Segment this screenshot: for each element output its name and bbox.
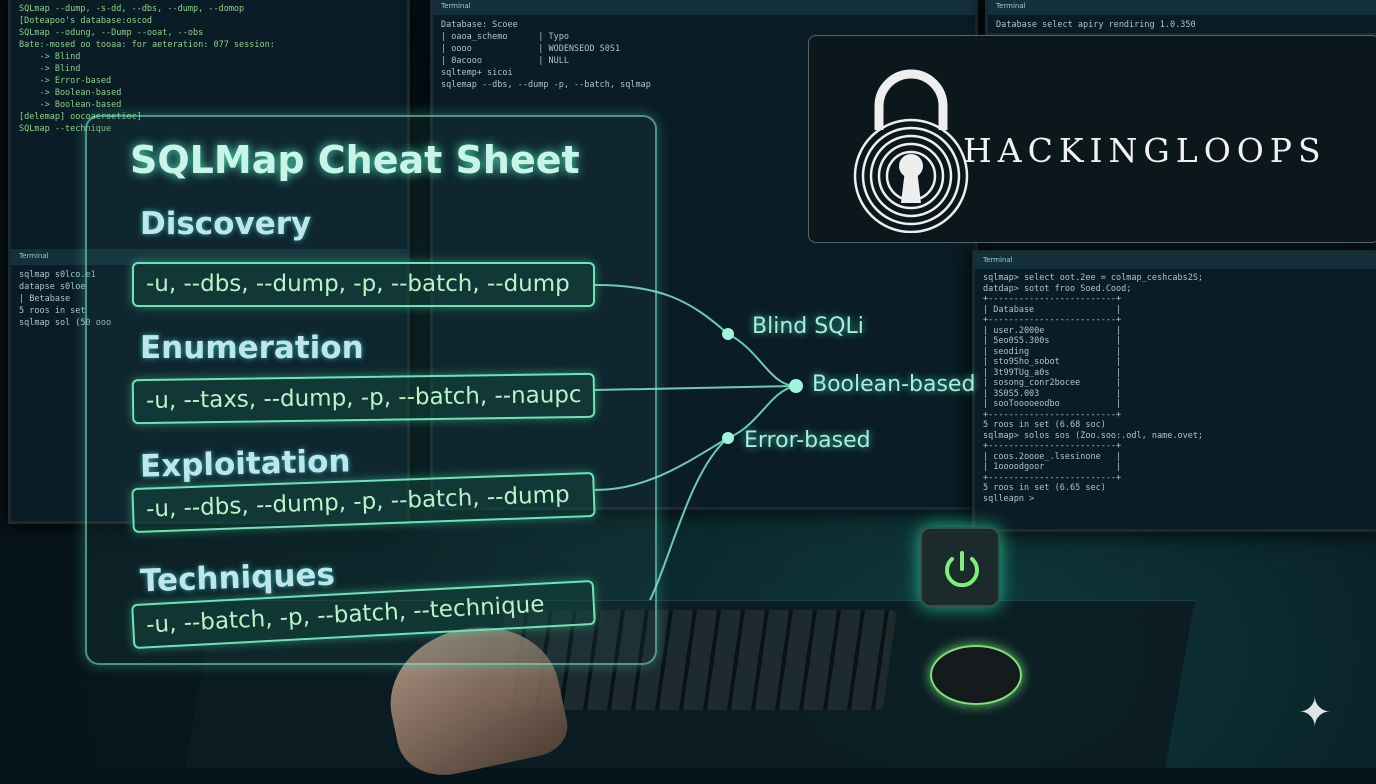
terminal-line: datapse s0loe — [19, 282, 86, 292]
terminal-line: SQLmap --technique — [19, 124, 112, 134]
terminal-line: | user.2000e | — [983, 325, 1122, 336]
right-monitor: Terminal sqlmap> select oot.2ee = colmap… — [972, 250, 1376, 532]
connector-line — [649, 437, 729, 601]
sparkle-icon: ✦ — [1298, 690, 1332, 736]
terminal-line: sqlmap> solos sos (Zoo.soo:.odl, name.ov… — [983, 430, 1204, 441]
right-terminal-output: sqlmap> select oot.2ee = colmap_ceshcabs… — [975, 269, 1376, 508]
terminal-line: Database: Scoee — [441, 20, 518, 30]
terminal-line: | Database | — [983, 304, 1122, 315]
terminal-line: +-------------------------+ — [983, 294, 1122, 304]
terminal-line: | coos.2oooe_.lsesinone | — [983, 451, 1122, 462]
node-boolean-based — [789, 379, 803, 393]
terminal-line: -> Blind — [19, 52, 81, 62]
terminal-line: +-------------------------+ — [983, 472, 1122, 483]
power-icon — [945, 551, 979, 588]
terminal-line: -> Boolean-based — [19, 88, 122, 98]
terminal-line: SQLmap --odung, --Dump --ooat, --obs — [19, 28, 204, 38]
terminal-line: Bate:-mosed oo tooaa: for aeteration: 07… — [19, 40, 275, 50]
terminal-line: 5 roos in set (6.65 sec) — [983, 483, 1106, 493]
connector-line — [594, 385, 797, 391]
mouse — [930, 645, 1022, 705]
padlock-keyhole-icon — [853, 69, 969, 233]
terminal-line: sqlmap> select oot.2ee = colmap_ceshcabs… — [983, 273, 1204, 283]
terminal-line: | 3S0S5.003 | — [983, 388, 1122, 399]
logo-text: HACKINGLOOPS — [963, 131, 1327, 170]
terminal-line: | 0acooo | NULL — [441, 56, 569, 66]
terminal-line: | sosong_conr2bocee | — [983, 378, 1122, 388]
section-heading-discovery: Discovery — [140, 206, 312, 242]
terminal-line: 5 roos in set (6.68 soc) — [983, 420, 1106, 430]
technique-error-based: Error-based — [744, 428, 871, 453]
left-lower-tab[interactable]: Terminal — [11, 249, 407, 265]
top-right-monitor: Terminal Database select apiry rendiring… — [985, 0, 1376, 36]
connector-line — [727, 333, 797, 387]
terminal-line: sqlleapn > — [983, 493, 1035, 504]
terminal-line: sqlmap sol (50 ooo — [19, 318, 112, 328]
terminal-line: -> Error-based — [19, 76, 112, 86]
terminal-line: +-------------------------+ — [983, 441, 1122, 451]
terminal-line: | 1oooodgoor | — [983, 462, 1122, 472]
terminal-line: +-------------------------+ — [983, 315, 1122, 325]
right-terminal-tab[interactable]: Terminal — [975, 253, 1376, 269]
logo-banner: HACKINGLOOPS — [808, 35, 1376, 243]
terminal-line: [Doteapoo's database:oscod — [19, 16, 153, 26]
top-right-tab[interactable]: Terminal — [988, 0, 1376, 15]
terminal-line: 5 roos in set — [19, 306, 86, 316]
terminal-line: -> Blind — [19, 64, 81, 74]
command-box-discovery: -u, --dbs, --dump, -p, --batch, --dump — [132, 262, 595, 307]
terminal-line: sqlmap s0lco.e1 — [19, 270, 96, 280]
section-heading-enumeration: Enumeration — [140, 330, 364, 366]
node-error-based — [722, 432, 734, 444]
connector-line — [727, 385, 797, 439]
terminal-line: sqltemp+ sicoi — [441, 68, 513, 78]
technique-boolean-based: Boolean-based — [812, 372, 976, 397]
terminal-line: sqlemap --dbs, --dump -p, --batch, sqlma… — [441, 80, 651, 90]
connector-line — [594, 437, 729, 491]
connector-line — [594, 284, 729, 335]
top-right-line: Database select apiry rendiring 1.0.350 — [996, 20, 1196, 30]
cheat-sheet-title: SQLMap Cheat Sheet — [130, 138, 580, 182]
left-terminal-output: SQLmap --dump, -s-dd, --dbs, --dump, --d… — [11, 0, 407, 249]
terminal-line: | oaoa_schemo | Typo — [441, 32, 569, 42]
terminal-line: +-------------------------+ — [983, 409, 1122, 420]
terminal-line: | Betabase — [19, 294, 71, 304]
terminal-line: | seoding | — [983, 346, 1122, 357]
terminal-line: | 3t99TUg_a0s | — [983, 367, 1122, 378]
terminal-line: | sooTooooeodbo | — [983, 399, 1122, 409]
center-terminal-output: Database: Scoee | oaoa_schemo | Typo | ooo… — [433, 15, 975, 95]
terminal-line: -> Boolean-based — [19, 100, 122, 110]
terminal-line: SQLmap --dump, -s-dd, --dbs, --dump, --d… — [19, 4, 245, 14]
terminal-line: datdap> sotot froo Soed.Cood; — [983, 283, 1132, 294]
power-button[interactable] — [920, 527, 1000, 607]
technique-connectors — [594, 284, 803, 601]
node-blind-sqli — [722, 328, 734, 340]
technique-blind-sqli: Blind SQLi — [752, 314, 864, 339]
center-terminal-tab[interactable]: Terminal — [433, 0, 975, 15]
left-lower-terminal-output: sqlmap s0lco.e1 datapse s0loe | Betabase 5 … — [11, 265, 407, 333]
terminal-line: | 5eo0S5.300s | — [983, 336, 1122, 346]
terminal-line: | sto9Sho_sobot | — [983, 357, 1122, 367]
terminal-line: [delemap] oocoaeroetioc] — [19, 112, 142, 122]
terminal-line: | oooo | WODENSEOD S0S1 — [441, 44, 621, 54]
